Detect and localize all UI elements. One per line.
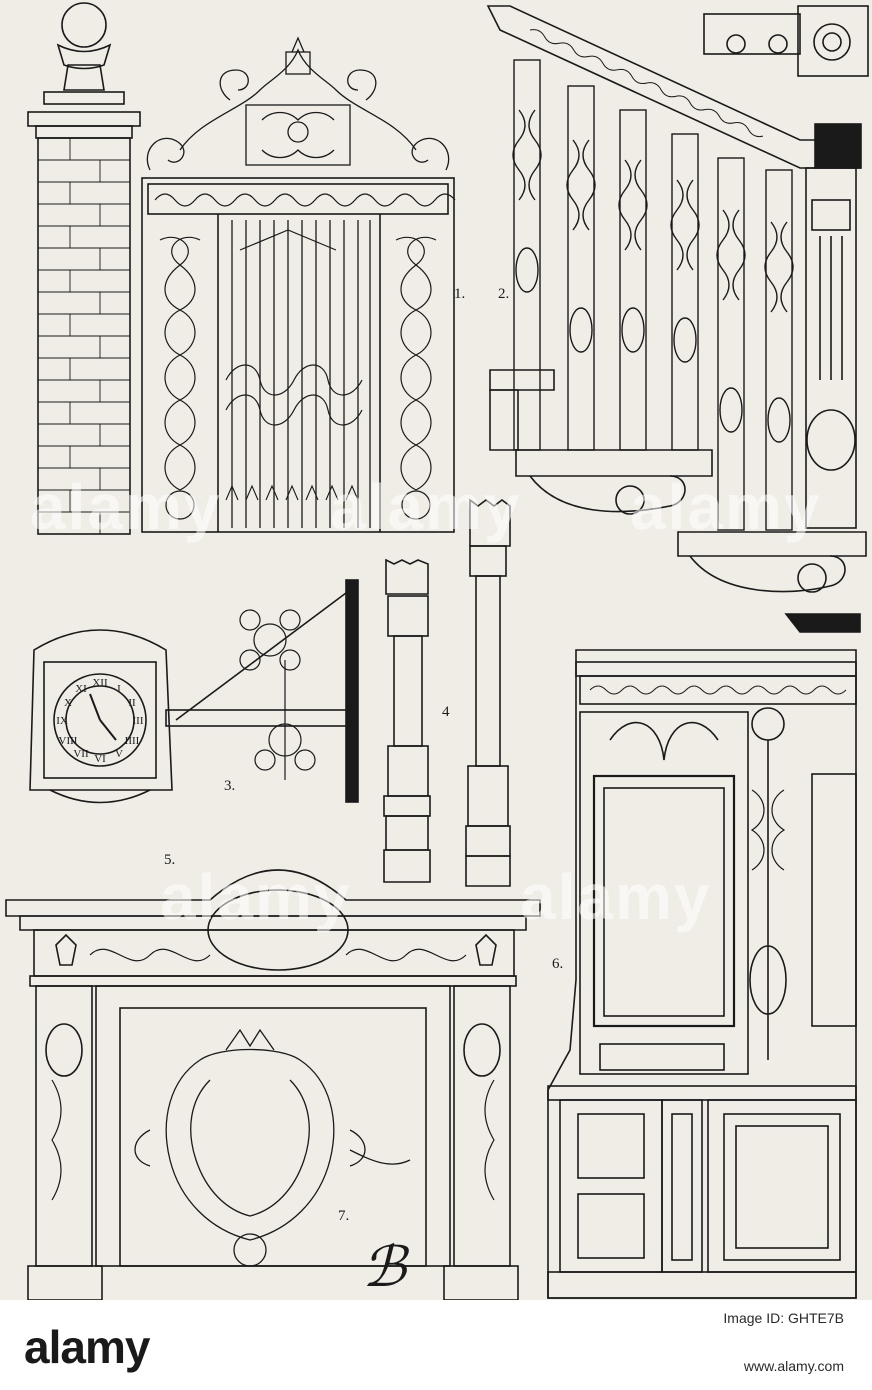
fig2-balustrade-group [486,5,869,633]
pier-cap [27,111,141,127]
gate-side-scrolls [159,236,437,520]
gate-overthrow [146,36,450,171]
figure-number-6: 6. [552,956,564,972]
column-b-shaft [475,575,501,767]
svg-text:XI: XI [75,683,87,695]
mantel-shelf [5,869,541,917]
left-pilaster [35,985,93,1267]
clock-case [29,629,173,791]
figure-number-7: 7. [338,1208,350,1224]
clock-face [53,673,147,767]
frieze [33,929,515,977]
figure-number-5: 5. [164,852,176,868]
panelling-cornice [579,675,857,705]
clock-bracket-arm [165,709,353,727]
footer-bar: alamy Image ID: GHTE7B www.alamy.com [0,1300,872,1390]
wall-plate [345,579,359,803]
watermark: alamy [160,861,352,933]
site-url[interactable]: www.alamy.com [743,1358,844,1374]
fig5-chimneypiece-group [5,869,541,1300]
figure-number-4: 4 [442,704,450,720]
fig7-cartouche [134,1028,411,1267]
pier-finial-base [63,64,105,91]
watermark: alamy [30,471,222,543]
svg-text:X: X [64,697,72,709]
alamy-logo[interactable]: alamy [24,1321,150,1373]
newel-cap [814,123,862,169]
stair-string [515,449,713,477]
monogram-signature: ℬ [362,1237,407,1299]
gate-bars [231,220,371,528]
rail-section-detail [703,13,801,55]
svg-text:IIII: IIII [125,735,140,747]
svg-text:VIII: VIII [59,735,78,747]
fig1-gate-group [27,2,456,535]
pier-finial-urn [56,43,112,70]
svg-text:I: I [117,683,121,695]
svg-text:VI: VI [94,753,106,765]
gate-frame [141,177,455,533]
right-pilaster [453,985,511,1267]
watermark: alamy [630,471,822,543]
svg-text:XII: XII [92,677,108,689]
svg-text:III: III [133,715,144,727]
handrail [486,5,861,169]
svg-text:IX: IX [56,715,68,727]
pier-finial-ball [61,2,107,48]
fireplace-opening [119,1007,427,1267]
fig4-columns-group [383,498,511,887]
watermark: alamy [520,861,712,933]
figure-number-3: 3. [224,778,236,794]
svg-text:V: V [115,748,123,760]
left-tall-panel [579,711,749,1075]
balusters [512,59,794,531]
cherub-head [751,707,785,741]
watermark: alamy [330,471,522,543]
panelling-outline [547,649,857,1299]
svg-text:II: II [128,697,136,709]
fig6-panelling-group [547,649,857,1299]
figure-number-1: 1. [454,286,466,302]
newel-post [805,167,857,529]
column-a-shaft [393,635,423,747]
figure-number-2: 2. [498,286,510,302]
image-id-label: Image ID: GHTE7B [723,1310,844,1326]
svg-text:VII: VII [73,748,89,760]
